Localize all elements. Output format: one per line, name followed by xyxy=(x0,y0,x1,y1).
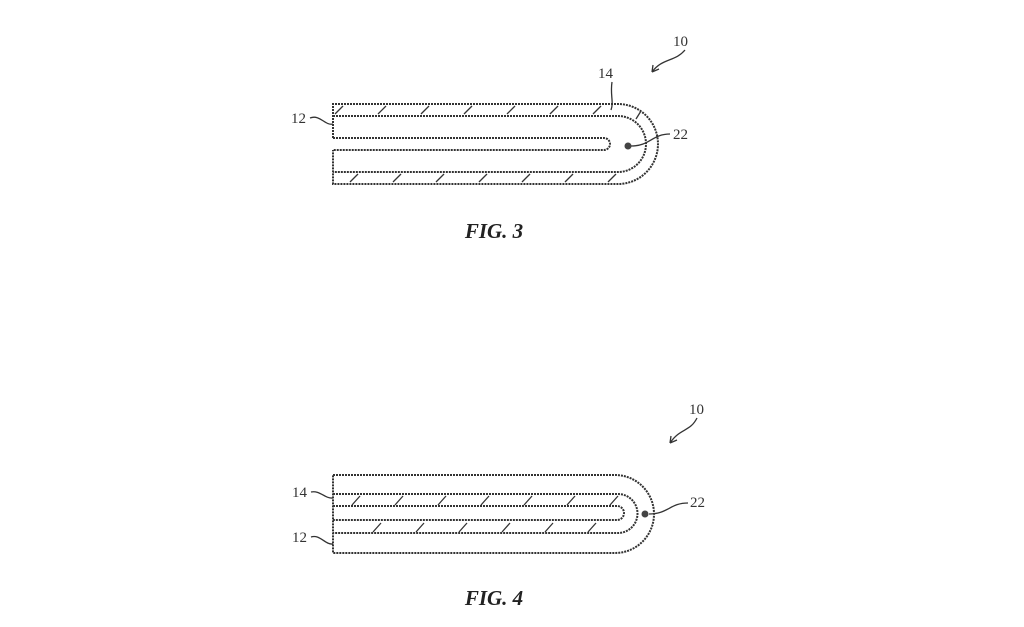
folded-device-fig4 xyxy=(332,474,655,554)
figure-caption: FIG. 3 xyxy=(464,219,523,243)
label-14: 14 xyxy=(598,66,614,82)
leader-22 xyxy=(648,502,689,515)
arrow-10 xyxy=(669,417,698,444)
leader-14 xyxy=(310,491,334,499)
label-12: 12 xyxy=(291,111,306,127)
figure-caption: FIG. 4 xyxy=(464,586,523,610)
hatching-layer-14 xyxy=(334,105,642,183)
point-22-marker xyxy=(624,142,632,150)
label-14: 14 xyxy=(292,485,308,501)
label-10: 10 xyxy=(673,34,688,50)
leader-22 xyxy=(630,133,671,147)
folded-device-fig3 xyxy=(332,103,659,185)
figure-4: 14 12 22 10 FIG. 4 xyxy=(292,402,705,610)
leader-12 xyxy=(309,116,334,125)
leader-14 xyxy=(610,81,613,111)
label-22: 22 xyxy=(690,495,705,511)
point-22-marker xyxy=(641,510,649,518)
label-12: 12 xyxy=(292,530,307,546)
arrow-10 xyxy=(651,49,686,73)
figure-3: 12 14 22 10 FIG. 3 xyxy=(291,34,688,243)
label-22: 22 xyxy=(673,127,688,143)
label-10: 10 xyxy=(689,402,704,418)
hatching-layer-14 xyxy=(351,495,619,533)
leader-12 xyxy=(310,535,334,545)
